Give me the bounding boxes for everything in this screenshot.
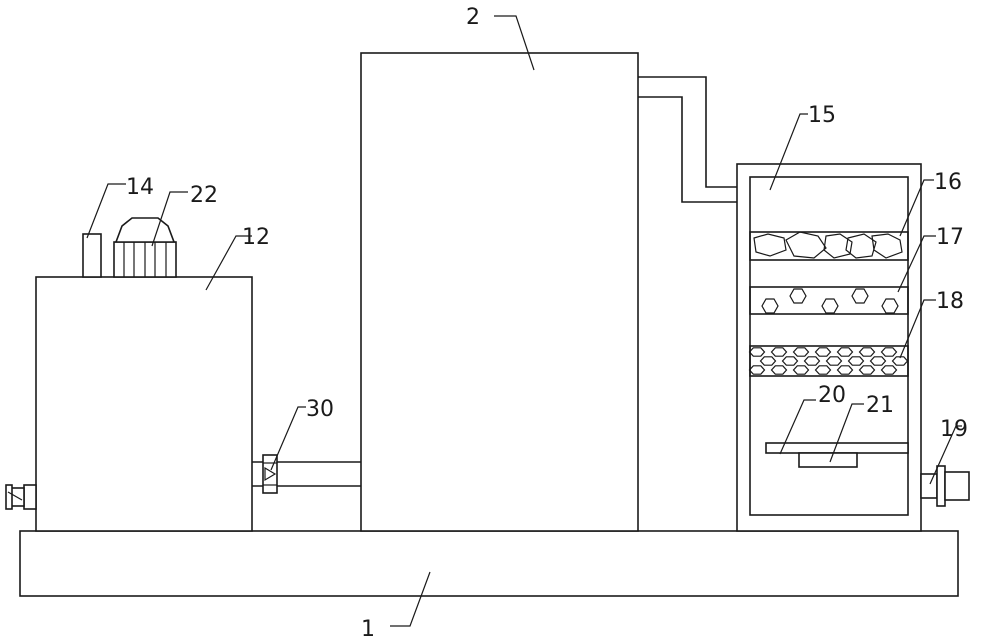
filter-layer-16 bbox=[749, 231, 909, 261]
label-container: 12 bbox=[242, 225, 270, 250]
label-layer-17: 17 bbox=[936, 225, 964, 250]
label-fan: 22 bbox=[190, 183, 218, 208]
label-valve: 30 bbox=[306, 397, 334, 422]
label-filter-box: 15 bbox=[808, 103, 836, 128]
honeycomb-cell bbox=[748, 347, 766, 357]
honeycomb-cell bbox=[748, 365, 766, 375]
honeycomb-cell bbox=[858, 347, 876, 357]
honeycomb-cell bbox=[770, 347, 788, 357]
honeycomb-cell bbox=[869, 356, 887, 366]
label-block: 21 bbox=[866, 393, 894, 418]
left-container bbox=[35, 276, 253, 532]
transfer-pipe bbox=[638, 76, 737, 203]
honeycomb-cell bbox=[836, 365, 854, 375]
fan-unit bbox=[113, 217, 177, 278]
honeycomb-cell bbox=[880, 365, 898, 375]
filter-layer-18 bbox=[748, 345, 909, 377]
honeycomb-cell bbox=[825, 356, 843, 366]
support-block bbox=[798, 452, 858, 468]
base-platform bbox=[19, 530, 959, 597]
label-layer-16: 16 bbox=[934, 170, 962, 195]
leader-lines bbox=[86, 15, 962, 627]
label-plate: 20 bbox=[818, 383, 846, 408]
honeycomb-cell bbox=[891, 356, 909, 366]
side-nozzle bbox=[5, 484, 37, 510]
outlet-pipe bbox=[920, 465, 970, 507]
honeycomb-cell bbox=[814, 347, 832, 357]
label-outlet: 19 bbox=[940, 417, 968, 442]
honeycomb-cell bbox=[781, 356, 799, 366]
filter-layer-17 bbox=[749, 286, 909, 315]
honeycomb-cell bbox=[792, 365, 810, 375]
honeycomb-cell bbox=[792, 347, 810, 357]
filter-box bbox=[736, 163, 922, 532]
label-layer-18: 18 bbox=[936, 289, 964, 314]
honeycomb-cell bbox=[880, 347, 898, 357]
label-pipe: 14 bbox=[126, 175, 154, 200]
honeycomb-cell bbox=[836, 347, 854, 357]
honeycomb-cell bbox=[814, 365, 832, 375]
honeycomb-cell bbox=[759, 356, 777, 366]
honeycomb-cell bbox=[858, 365, 876, 375]
vent-pipe bbox=[82, 233, 102, 278]
label-base: 1 bbox=[361, 617, 375, 640]
honeycomb-cell bbox=[803, 356, 821, 366]
main-tank bbox=[360, 52, 639, 532]
label-tank: 2 bbox=[466, 5, 480, 30]
honeycomb-cell bbox=[770, 365, 788, 375]
honeycomb-cell bbox=[847, 356, 865, 366]
